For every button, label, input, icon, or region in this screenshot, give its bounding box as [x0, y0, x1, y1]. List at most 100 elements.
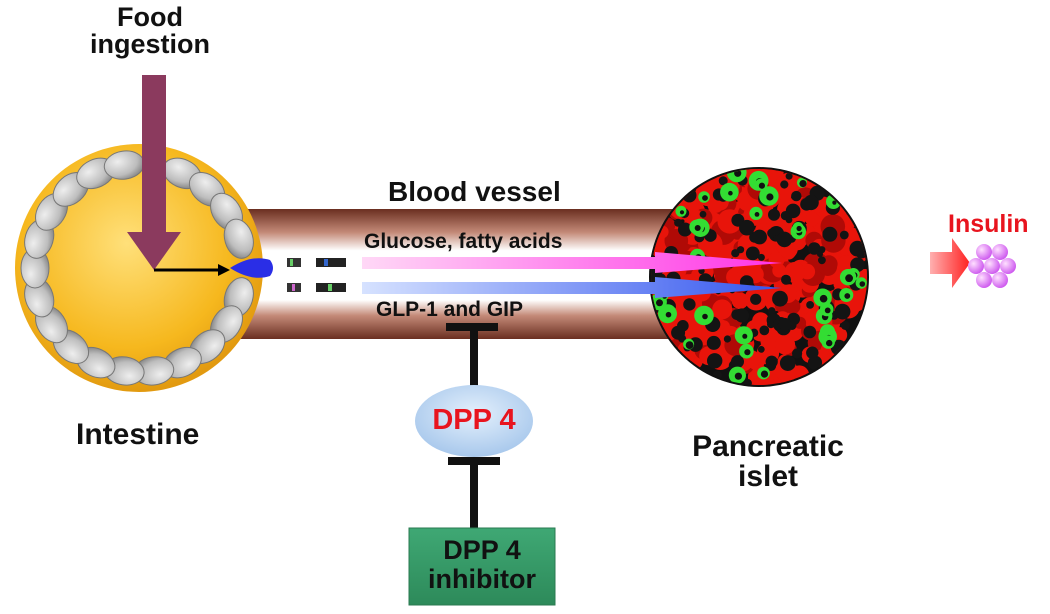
- islet-nucleus: [768, 208, 780, 221]
- islet-nucleus: [734, 169, 742, 177]
- islet-nucleus: [706, 335, 721, 350]
- islet-nucleus: [728, 190, 733, 196]
- islet-nucleus: [767, 228, 777, 238]
- islet-nucleus: [834, 303, 851, 320]
- islet-nucleus: [844, 293, 851, 299]
- islet-nucleus: [765, 355, 778, 368]
- islet-nucleus: [785, 172, 793, 180]
- islet-nucleus: [742, 333, 748, 339]
- islet-nucleus: [731, 355, 744, 369]
- dpp4-enzyme: [415, 385, 533, 457]
- islet-nucleus: [859, 281, 866, 287]
- islet-nucleus: [702, 313, 708, 320]
- pancreatic-islet-label: Pancreatic islet: [692, 430, 844, 493]
- islet-nucleus: [768, 307, 776, 315]
- islet-nucleus: [822, 226, 838, 242]
- islet-nucleus: [678, 222, 692, 237]
- islet-nucleus: [707, 353, 723, 369]
- islet-nucleus: [781, 274, 791, 285]
- islet-cell: [712, 299, 733, 320]
- islet-nucleus: [819, 294, 828, 303]
- islet-nucleus: [803, 194, 819, 211]
- islet-nucleus: [807, 355, 823, 370]
- islet-nucleus: [840, 321, 850, 330]
- islet-cell: [830, 270, 844, 284]
- islet-nucleus: [803, 325, 817, 339]
- islet-nucleus: [845, 274, 853, 283]
- islet-cell: [772, 263, 787, 278]
- incretin-arrow: [362, 277, 782, 298]
- islet-nucleus: [818, 246, 826, 254]
- islet-nucleus: [839, 230, 849, 240]
- islet-nucleus: [731, 249, 740, 258]
- absorption-arrow: [154, 264, 230, 276]
- food-ingestion-arrow: [127, 75, 181, 270]
- islet-nucleus: [685, 341, 694, 349]
- islet-nucleus: [808, 242, 821, 255]
- absorption-droplet: [230, 258, 273, 278]
- islet-nucleus: [796, 225, 802, 232]
- islet-nucleus: [679, 210, 685, 215]
- islet-cell: [805, 212, 820, 227]
- incretins-label: GLP-1 and GIP: [376, 298, 524, 321]
- islet-nucleus: [799, 180, 807, 188]
- islet-nucleus: [749, 231, 760, 243]
- islet-cell: [675, 241, 688, 254]
- islet-nucleus: [772, 290, 788, 307]
- islet-nucleus: [791, 190, 802, 202]
- islet-cell: [727, 271, 740, 285]
- islet-nucleus: [723, 335, 732, 343]
- islet-nucleus: [757, 346, 765, 353]
- islet-nucleus: [780, 180, 789, 189]
- islet-cell: [752, 312, 770, 330]
- blood-vessel: [225, 209, 695, 339]
- islet-nucleus: [750, 293, 762, 305]
- islet-nucleus: [745, 246, 760, 261]
- islet-nucleus: [818, 256, 826, 265]
- islet-nucleus: [759, 325, 770, 336]
- islet-nucleus: [767, 320, 775, 329]
- dpp4-inhibitor-box: [408, 527, 556, 606]
- islet-nucleus: [785, 216, 793, 224]
- insulin-label: Insulin: [948, 210, 1029, 238]
- islet-nucleus: [757, 253, 765, 261]
- islet-nucleus: [683, 298, 696, 311]
- islet-nucleus: [718, 176, 728, 186]
- islet-nucleus: [671, 325, 686, 340]
- islet-nucleus: [776, 231, 793, 248]
- dpp4-inhibitor-label: DPP 4 inhibitor: [428, 535, 536, 594]
- islet-nucleus: [766, 193, 774, 201]
- islet-nucleus: [699, 210, 707, 218]
- intestine-label: Intestine: [76, 418, 200, 451]
- islet-nucleus: [734, 308, 750, 323]
- insulin-arrow: [930, 238, 970, 288]
- glucose-arrow: [362, 252, 782, 273]
- pancreatic-islet-image: [649, 167, 869, 387]
- islet-nucleus: [832, 200, 837, 205]
- islet-nucleus: [694, 225, 701, 231]
- islet-nucleus: [734, 372, 743, 380]
- islet-nucleus: [744, 349, 751, 356]
- islet-nucleus: [743, 379, 752, 385]
- insulin-granules: [968, 244, 1016, 288]
- islet-nucleus: [824, 307, 831, 314]
- islet-nucleus: [656, 299, 663, 307]
- inhibitor-blocks-dpp4: [448, 457, 500, 530]
- islet-cell: [731, 292, 749, 310]
- islet-nucleus: [754, 212, 760, 217]
- islet-nucleus: [806, 346, 819, 359]
- islet-nucleus: [758, 182, 766, 189]
- islet-nucleus: [806, 301, 814, 309]
- islet-nucleus: [779, 355, 796, 371]
- dpp4-label: DPP 4: [432, 404, 516, 436]
- islet-nucleus: [849, 240, 866, 257]
- islet-nucleus: [665, 311, 672, 318]
- islet-nucleus: [702, 195, 708, 201]
- food-ingestion-label: Food ingestion: [90, 2, 210, 59]
- islet-nucleus: [792, 348, 803, 359]
- islet-cell: [775, 334, 796, 355]
- islet-nucleus: [778, 317, 792, 331]
- villus-shape: [223, 218, 254, 259]
- dpp4-inhibits-incretins: [446, 323, 498, 395]
